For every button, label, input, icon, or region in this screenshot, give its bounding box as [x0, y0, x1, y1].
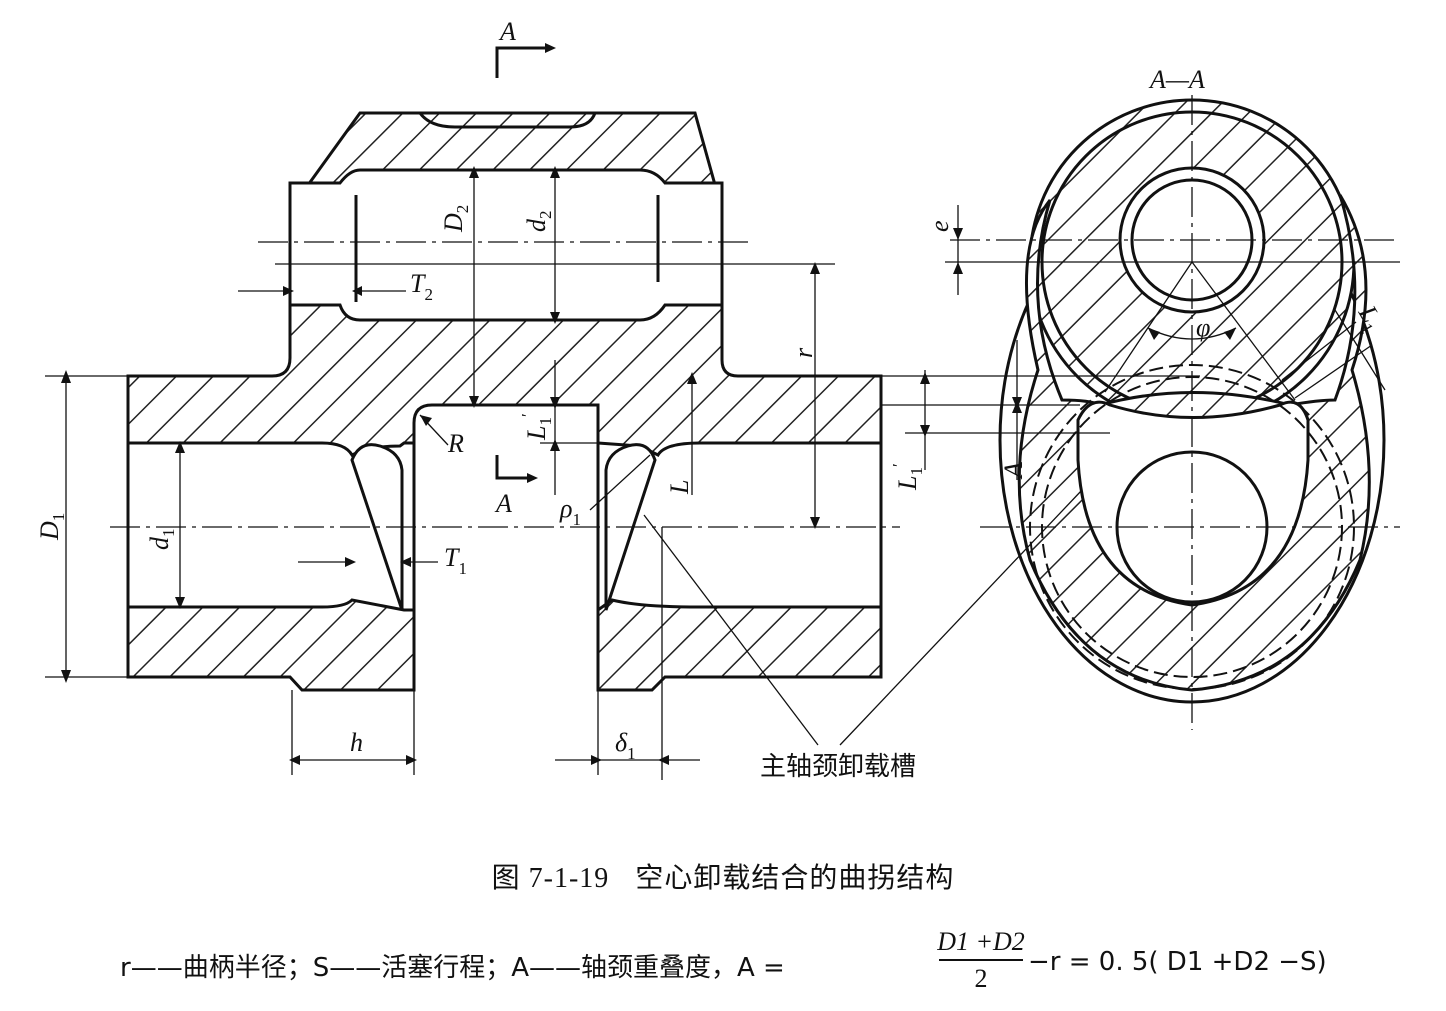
label-delta1: δ1 [615, 728, 636, 763]
left-section-view [126, 111, 883, 692]
label-r: r [789, 347, 818, 358]
label-L: L [665, 480, 694, 495]
left-arrowheads [61, 43, 820, 765]
legend-suffix: −r = 0. 5( D1 +D2 −S) [1028, 947, 1327, 977]
label-L1-prime-right: L1′ [889, 463, 926, 491]
label-e: e [925, 220, 954, 232]
legend-fraction: D1 +D2 2 [935, 925, 1027, 997]
right-arrowheads [920, 228, 1236, 437]
figure-caption: 图 7-1-19 空心卸载结合的曲拐结构 [0, 856, 1446, 896]
legend-prefix: r——曲柄半径；S——活塞行程；A——轴颈重叠度，A = [120, 953, 785, 983]
right-dimension-lines [839, 95, 1400, 746]
figure-legend: r——曲柄半径；S——活塞行程；A——轴颈重叠度，A = D1 +D2 2 −r… [0, 925, 1446, 1005]
label-d2: d2 [522, 211, 555, 233]
label-rho1: ρ1 [559, 494, 581, 529]
label-T2: T2 [410, 269, 433, 304]
figure-title: 空心卸载结合的曲拐结构 [635, 861, 955, 894]
label-section-title: A—A [1148, 65, 1205, 94]
label-T1: T1 [444, 543, 467, 578]
crank-pin-bore [288, 168, 724, 322]
label-R: R [447, 429, 464, 458]
label-A-overlap: A [999, 462, 1028, 480]
label-L1-prime: L1′ [518, 413, 555, 441]
fraction-denominator: 2 [974, 964, 988, 993]
crank-drawing: A A—A D2 d2 T2 r D1 d1 T1 R L1′ L A ρ1 L… [35, 17, 1400, 782]
fraction-numerator: D1 +D2 [937, 927, 1025, 956]
dimension-labels: A A—A D2 d2 T2 r D1 d1 T1 R L1′ L A ρ1 L… [35, 17, 1385, 782]
label-unloading-groove: 主轴颈卸载槽 [760, 752, 916, 782]
label-d1: d1 [145, 529, 178, 551]
label-D2: D2 [439, 205, 472, 233]
figure-number: 图 7-1-19 [491, 863, 610, 894]
label-section-bottom: A [494, 489, 512, 518]
label-h: h [350, 728, 363, 757]
label-D1: D1 [35, 513, 68, 541]
label-section-top: A [498, 17, 516, 46]
label-phi: φ [1196, 313, 1210, 342]
